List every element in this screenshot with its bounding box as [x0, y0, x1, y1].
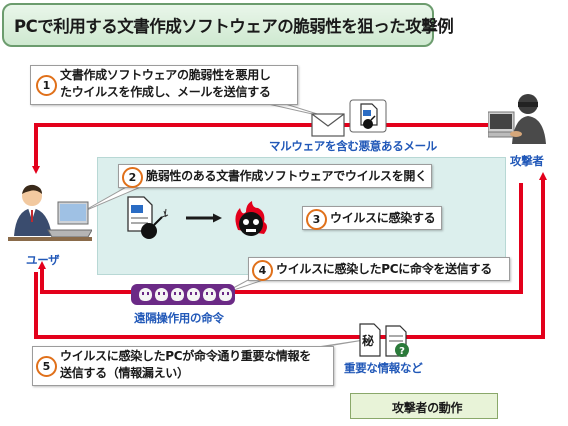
skull-icon	[218, 288, 232, 301]
malicious-document-icon	[349, 99, 387, 133]
step-5-text-line1: ウイルスに感染したPCが命令通り重要な情報を	[60, 349, 312, 363]
step-2-number: 2	[122, 167, 143, 188]
skull-icon	[170, 288, 184, 301]
skull-icon	[186, 288, 200, 301]
legend-label: 攻撃者の動作	[392, 401, 463, 415]
step-4-text: ウイルスに感染したPCに命令を送信する	[276, 262, 492, 276]
attacker-label: 攻撃者	[510, 154, 544, 168]
legend-box	[350, 393, 498, 419]
secret-document-icon: ?	[359, 323, 409, 357]
step-1-text-line1: 文書作成ソフトウェアの脆弱性を悪用し	[60, 68, 271, 82]
step-2-text: 脆弱性のある文書作成ソフトウェアでウイルスを開く	[146, 169, 427, 183]
user-label: ユーザ	[26, 253, 60, 267]
important-info-label: 重要な情報など	[344, 361, 423, 375]
envelope-icon	[311, 113, 345, 137]
step-1-callout	[30, 65, 298, 105]
page-title: PCで利用する文書作成ソフトウェアの脆弱性を狙った攻撃例	[14, 17, 454, 36]
user-at-pc-icon	[8, 184, 92, 241]
virus-icon	[235, 201, 267, 236]
step-4-callout	[248, 257, 510, 281]
attacker-at-pc-icon	[488, 94, 546, 144]
step-5-text-line2: 送信する（情報漏えい）	[60, 366, 189, 380]
skull-icon	[138, 288, 152, 301]
step-1-text-line2: たウイルスを作成し、メールを送信する	[60, 85, 271, 99]
step-4-number: 4	[252, 260, 273, 281]
svg-text:?: ?	[399, 346, 405, 357]
skull-icon	[154, 288, 168, 301]
remote-command-label: 遠隔操作用の命令	[134, 311, 224, 325]
step-5-callout	[32, 346, 334, 386]
step-3-text: ウイルスに感染する	[330, 211, 436, 225]
document-with-bomb-icon	[127, 196, 169, 239]
secret-stamp: 秘	[362, 334, 375, 348]
remote-command-bar	[131, 284, 235, 305]
title-banner	[2, 3, 434, 47]
arrow-leak	[34, 172, 547, 339]
step-1-number: 1	[36, 75, 57, 96]
step-3-number: 3	[306, 209, 327, 230]
arrow-command	[38, 183, 523, 294]
malware-mail-label: マルウェアを含む悪意あるメール	[269, 139, 437, 153]
step-5-number: 5	[36, 356, 57, 377]
skull-icon	[202, 288, 216, 301]
step-2-callout	[118, 164, 432, 188]
